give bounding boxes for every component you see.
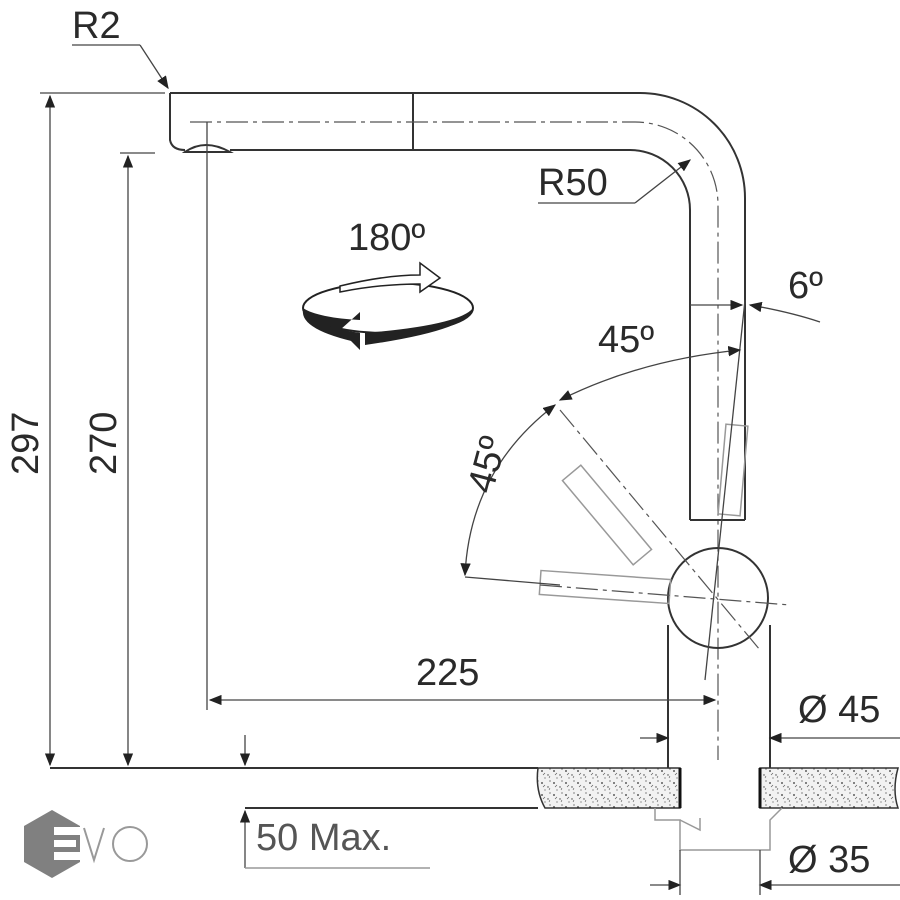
spout-radius-label: R50 bbox=[538, 162, 608, 204]
max-thickness-label: 50 Max. bbox=[256, 817, 391, 859]
lever-angle-label-2: 45º bbox=[460, 432, 515, 497]
spout bbox=[169, 92, 746, 760]
faucet-body bbox=[538, 299, 791, 768]
hole-diameter-label: Ø 35 bbox=[788, 839, 870, 881]
evo-logo bbox=[24, 810, 148, 878]
body-tilt-label: 6º bbox=[788, 265, 823, 307]
reach-label: 225 bbox=[416, 652, 479, 694]
body-diameter-label: Ø 45 bbox=[798, 689, 880, 731]
outlet-height-label: 270 bbox=[83, 412, 125, 475]
rotation-arrow-icon bbox=[302, 261, 474, 350]
countertop bbox=[50, 767, 900, 851]
dimension-lines bbox=[40, 44, 900, 895]
total-height-label: 297 bbox=[5, 412, 47, 475]
swivel-angle-label: 180º bbox=[348, 217, 425, 259]
tip-radius-label: R2 bbox=[72, 5, 121, 47]
lever-angle-label-1: 45º bbox=[598, 319, 654, 361]
